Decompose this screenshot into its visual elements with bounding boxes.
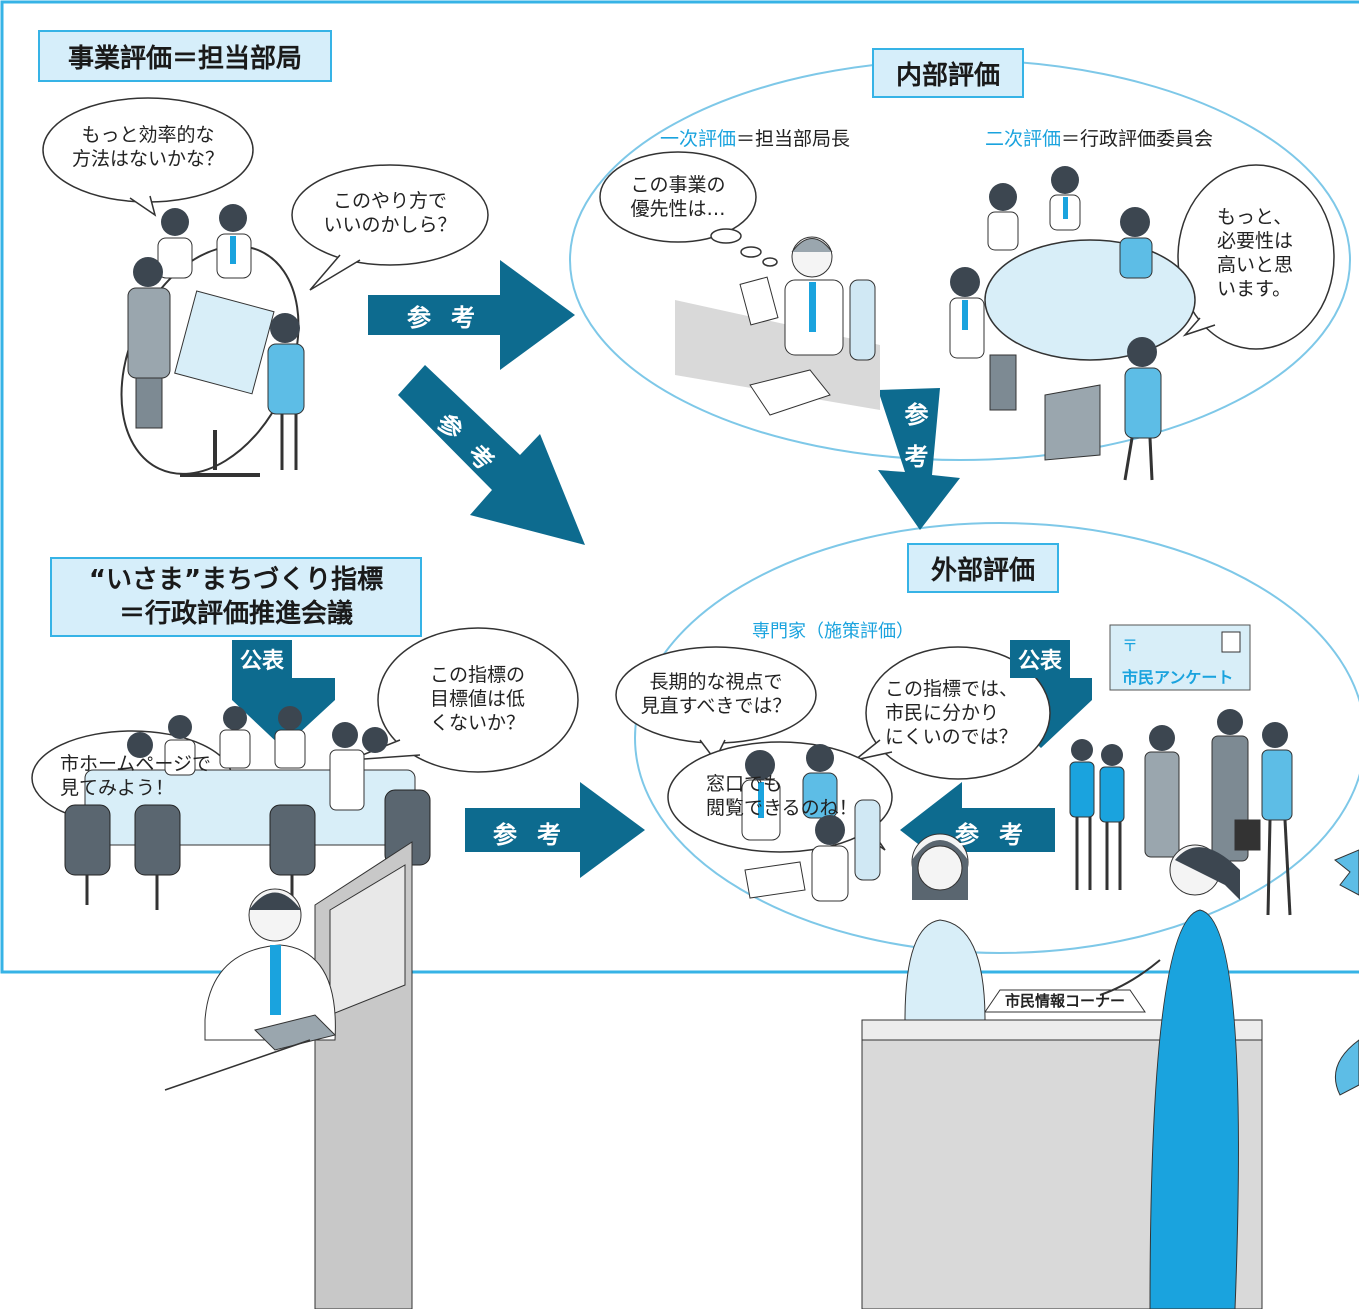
secondary-eval-role: ＝行政評価委員会 <box>1061 128 1214 150</box>
speech-bubbles <box>31 97 1335 853</box>
arrow-business-to-internal <box>368 260 575 370</box>
citizen-survey-label: 市民アンケート <box>1122 668 1234 687</box>
secondary-eval-term: 二次評価 <box>985 128 1062 150</box>
business-eval-box: 事業評価＝担当部局 <box>38 30 332 82</box>
bubble-necessity <box>1177 164 1335 350</box>
speech-target-low: この指標の 目標値は低 くないか？ <box>430 664 526 734</box>
indicator-title: “いさま”まちづくり指標 <box>88 565 384 595</box>
arrow-business-to-external <box>398 365 585 545</box>
scene-homepage-viewer <box>164 841 413 1309</box>
primary-eval-role: ＝担当部局長 <box>736 128 851 150</box>
speech-necessity: もっと、 必要性は 高いと思 います。 <box>1217 206 1294 300</box>
scene-citizens <box>1069 624 1293 916</box>
postcard-mark: 〒 <box>1122 636 1139 655</box>
speech-hard-citizens: この指標では、 市民に分かり にくいのでは？ <box>885 678 1019 748</box>
scene-experts <box>741 744 881 902</box>
arrow-indicator-to-external <box>465 782 645 878</box>
indicator-subtitle: ＝行政評価推進会議 <box>118 599 353 629</box>
expert-label: 専門家（施策評価） <box>752 621 914 642</box>
reference-label-indicator: 参考 <box>493 821 581 849</box>
reference-label-top: 参考 <box>407 304 495 332</box>
speech-long-term: 長期的な視点で 見直すべきでは？ <box>640 671 792 717</box>
scene-indicator-meeting <box>64 706 431 910</box>
main-frame <box>0 0 1359 974</box>
scene-primary-evaluator <box>675 236 880 416</box>
speech-window: 窓口でも 閲覧できるのね！ <box>706 773 858 819</box>
speech-this-way: このやり方で いいのかしら？ <box>323 190 457 236</box>
primary-eval-term: 一次評価 <box>660 128 737 150</box>
secondary-eval-label: 二次評価＝行政評価委員会 <box>985 124 1213 151</box>
bubble-priority <box>599 151 757 243</box>
arrow-internal-to-external <box>878 388 960 530</box>
publish-label-right: 公表 <box>1010 640 1070 678</box>
internal-eval-box: 内部評価 <box>872 48 1024 98</box>
publish-label-left: 公表 <box>232 640 292 678</box>
bubble-target-low <box>377 627 579 773</box>
primary-eval-label: 一次評価＝担当部局長 <box>660 124 850 151</box>
reference-label-vertical: 参考 <box>900 402 928 486</box>
external-eval-box: 外部評価 <box>907 543 1059 593</box>
bubble-this-way <box>291 164 489 266</box>
speech-efficient: もっと効率的な 方法はないかな？ <box>71 124 224 170</box>
scene-info-corner <box>861 833 1263 1309</box>
scene-secondary-committee <box>949 166 1196 481</box>
edge-decoration <box>1334 849 1359 1096</box>
scene-business-meeting <box>120 204 305 477</box>
speech-priority: この事業の 優先性は… <box>630 174 726 220</box>
reference-label-citizens: 参考 <box>955 821 1043 849</box>
external-eval-oval <box>634 522 1359 954</box>
speech-homepage: 市ホームページで 見てみよう！ <box>60 753 212 799</box>
info-corner-sign: 市民情報コーナー <box>1005 992 1126 1010</box>
bubble-hard-citizens <box>865 646 1051 780</box>
indicator-box: “いさま”まちづくり指標 ＝行政評価推進会議 <box>50 557 422 637</box>
